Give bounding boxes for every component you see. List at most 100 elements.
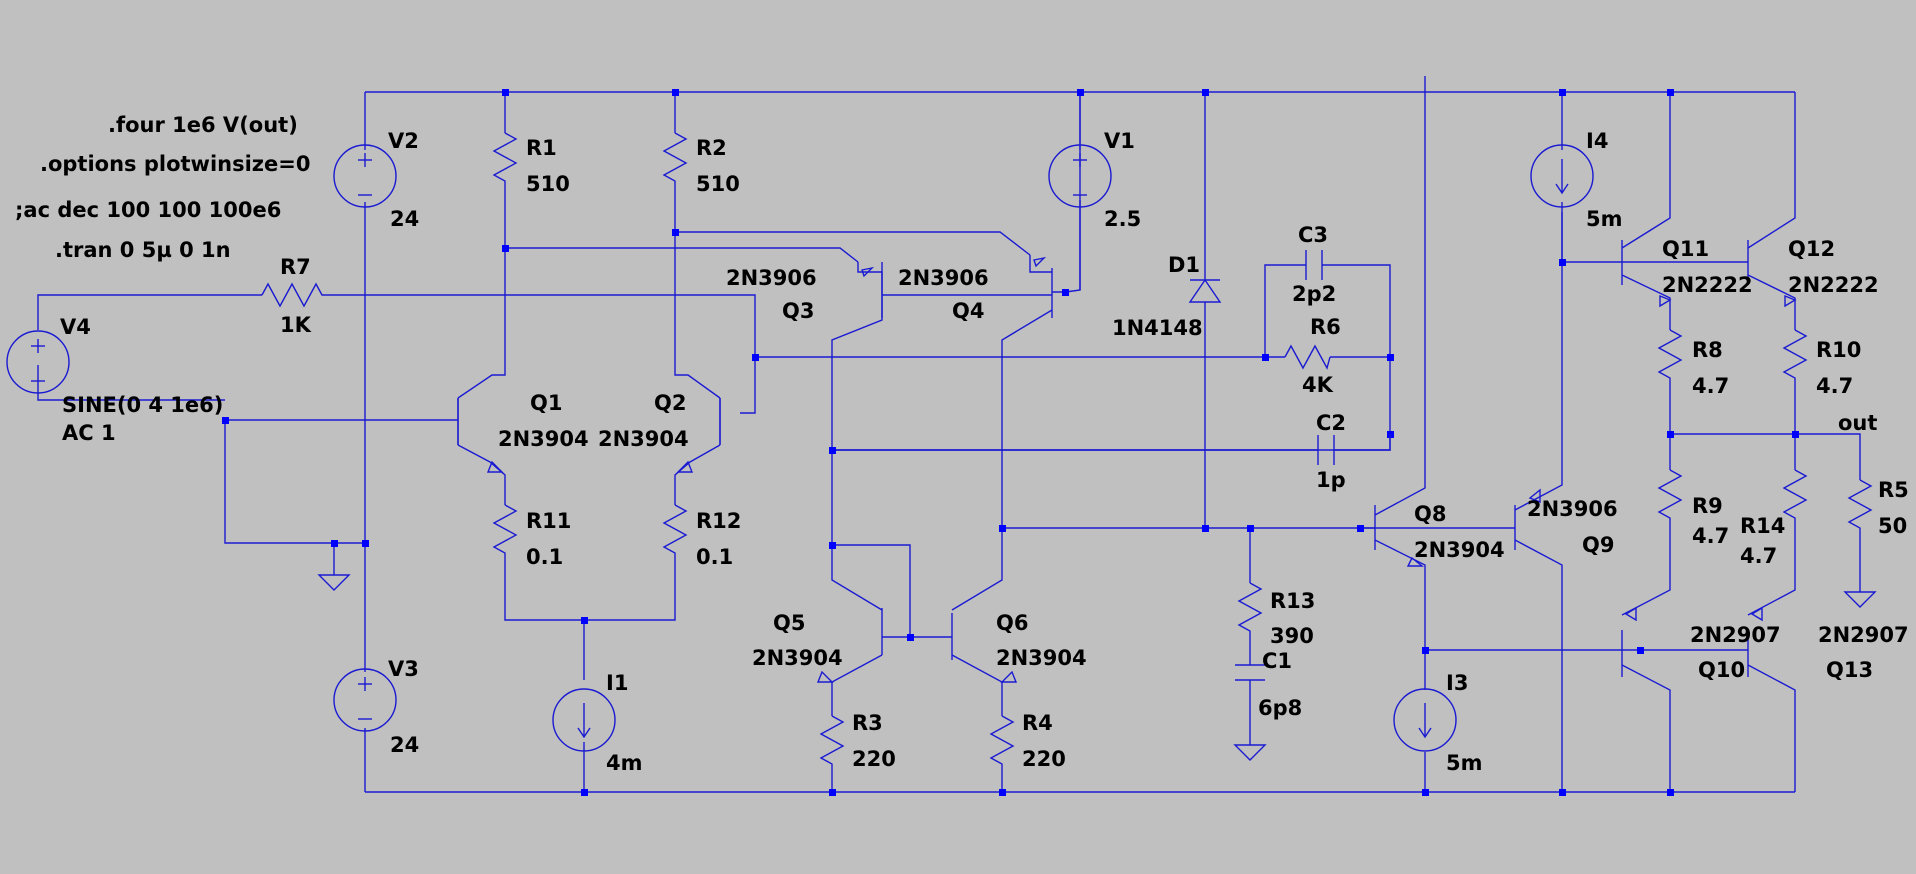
q4-name: Q4 xyxy=(952,299,984,323)
resistor-r12[interactable] xyxy=(662,487,688,573)
r12-name: R12 xyxy=(696,509,741,533)
q13-model: 2N2907 xyxy=(1818,623,1909,647)
resistor-r10[interactable] xyxy=(1782,329,1808,385)
q11-model: 2N2222 xyxy=(1662,273,1753,297)
v2-name: V2 xyxy=(388,129,419,153)
r7-value: 1K xyxy=(280,313,312,337)
d1-name: D1 xyxy=(1168,253,1200,277)
resistor-r9[interactable] xyxy=(1657,469,1683,525)
r14-value: 4.7 xyxy=(1740,544,1777,568)
r3-name: R3 xyxy=(852,711,883,735)
diode-labels: D1 1N4148 xyxy=(1112,253,1203,340)
current-source-i4[interactable] xyxy=(1530,144,1594,208)
resistor-r5[interactable] xyxy=(1847,479,1873,535)
r5-value: 50 xyxy=(1878,514,1907,538)
i4-name: I4 xyxy=(1586,129,1608,153)
q9-name: Q9 xyxy=(1582,533,1614,557)
resistor-r13[interactable] xyxy=(1237,582,1263,640)
r8-name: R8 xyxy=(1692,338,1723,362)
r3-value: 220 xyxy=(852,747,896,771)
voltage-source-v3[interactable] xyxy=(333,668,397,732)
q10-name: Q10 xyxy=(1698,658,1745,682)
i3-name: I3 xyxy=(1446,671,1468,695)
q5-model: 2N3904 xyxy=(752,646,843,670)
q10-model: 2N2907 xyxy=(1690,623,1781,647)
r13-name: R13 xyxy=(1270,589,1315,613)
ground-left xyxy=(317,574,351,591)
q1-name: Q1 xyxy=(530,391,562,415)
q12-name: Q12 xyxy=(1788,237,1835,261)
directives: .four 1e6 V(out) .options plotwinsize=0 … xyxy=(15,113,310,262)
i1-value: 4m xyxy=(606,751,643,775)
capacitor-c2[interactable] xyxy=(1317,434,1391,465)
q2-name: Q2 xyxy=(654,391,686,415)
directive-ac: ;ac dec 100 100 100e6 xyxy=(15,198,281,222)
q11-name: Q11 xyxy=(1662,237,1709,261)
v4-value2: AC 1 xyxy=(62,421,116,445)
resistor-labels: R1 510 R2 510 R7 1K R6 4K R11 0.1 R12 0.… xyxy=(280,136,1909,771)
current-source-i1[interactable] xyxy=(552,688,616,752)
voltage-source-v4[interactable] xyxy=(6,330,70,394)
v4-value1: SINE(0 4 1e6) xyxy=(62,393,223,417)
ground-c1 xyxy=(1233,744,1267,761)
voltage-source-v2[interactable] xyxy=(333,144,397,208)
q2-model: 2N3904 xyxy=(598,427,689,451)
resistor-r8[interactable] xyxy=(1657,329,1683,385)
resistor-r11[interactable] xyxy=(492,487,518,573)
resistor-r14[interactable] xyxy=(1782,469,1808,525)
directive-tran: .tran 0 5µ 0 1n xyxy=(55,238,231,262)
r1-name: R1 xyxy=(526,136,557,160)
wires xyxy=(37,76,1861,793)
capacitor-labels: C3 2p2 C2 1p C1 6p8 xyxy=(1258,223,1346,720)
r9-name: R9 xyxy=(1692,494,1723,518)
r13-value: 390 xyxy=(1270,624,1314,648)
c2-value: 1p xyxy=(1316,468,1346,492)
r1-value: 510 xyxy=(526,172,570,196)
source-labels: V2 24 V3 24 V1 2.5 V4 SINE(0 4 1e6) AC 1… xyxy=(60,129,1623,775)
net-out: out xyxy=(1838,411,1877,435)
c3-name: C3 xyxy=(1298,223,1328,247)
diode-d1[interactable] xyxy=(1188,278,1222,303)
voltage-source-v1[interactable] xyxy=(1048,144,1112,208)
resistor-r3[interactable] xyxy=(819,715,845,770)
resistor-r6[interactable] xyxy=(1284,344,1331,370)
r5-name: R5 xyxy=(1878,478,1909,502)
resistor-r4[interactable] xyxy=(989,715,1015,770)
r2-value: 510 xyxy=(696,172,740,196)
r7-name: R7 xyxy=(280,255,311,279)
r12-value: 0.1 xyxy=(696,545,733,569)
v2-value: 24 xyxy=(390,207,419,231)
resistor-r2[interactable] xyxy=(662,132,688,190)
resistor-r1[interactable] xyxy=(492,132,518,190)
c2-name: C2 xyxy=(1316,411,1346,435)
q4-model: 2N3906 xyxy=(898,266,989,290)
capacitor-c1[interactable] xyxy=(1235,664,1265,681)
r4-value: 220 xyxy=(1022,747,1066,771)
r9-value: 4.7 xyxy=(1692,524,1729,548)
q8-name: Q8 xyxy=(1414,502,1446,526)
directive-options: .options plotwinsize=0 xyxy=(40,152,310,176)
v4-name: V4 xyxy=(60,315,91,339)
v3-value: 24 xyxy=(390,733,419,757)
q3-name: Q3 xyxy=(782,299,814,323)
i1-name: I1 xyxy=(606,671,628,695)
ground-r5 xyxy=(1843,591,1877,608)
resistor-r7[interactable] xyxy=(261,282,325,308)
r4-name: R4 xyxy=(1022,711,1053,735)
c3-value: 2p2 xyxy=(1292,282,1336,306)
v3-name: V3 xyxy=(388,657,419,681)
q6-name: Q6 xyxy=(996,611,1028,635)
junction-dots xyxy=(222,89,1799,796)
d1-value: 1N4148 xyxy=(1112,316,1203,340)
capacitor-c3[interactable] xyxy=(1305,250,1323,280)
r10-name: R10 xyxy=(1816,338,1861,362)
q3-model: 2N3906 xyxy=(726,266,817,290)
current-source-i3[interactable] xyxy=(1393,688,1457,752)
emitter-arrows xyxy=(486,256,1797,683)
r10-value: 4.7 xyxy=(1816,374,1853,398)
i3-value: 5m xyxy=(1446,751,1483,775)
r6-name: R6 xyxy=(1310,315,1341,339)
q9-model: 2N3906 xyxy=(1527,497,1618,521)
q8-model: 2N3904 xyxy=(1414,538,1505,562)
q12-model: 2N2222 xyxy=(1788,273,1879,297)
